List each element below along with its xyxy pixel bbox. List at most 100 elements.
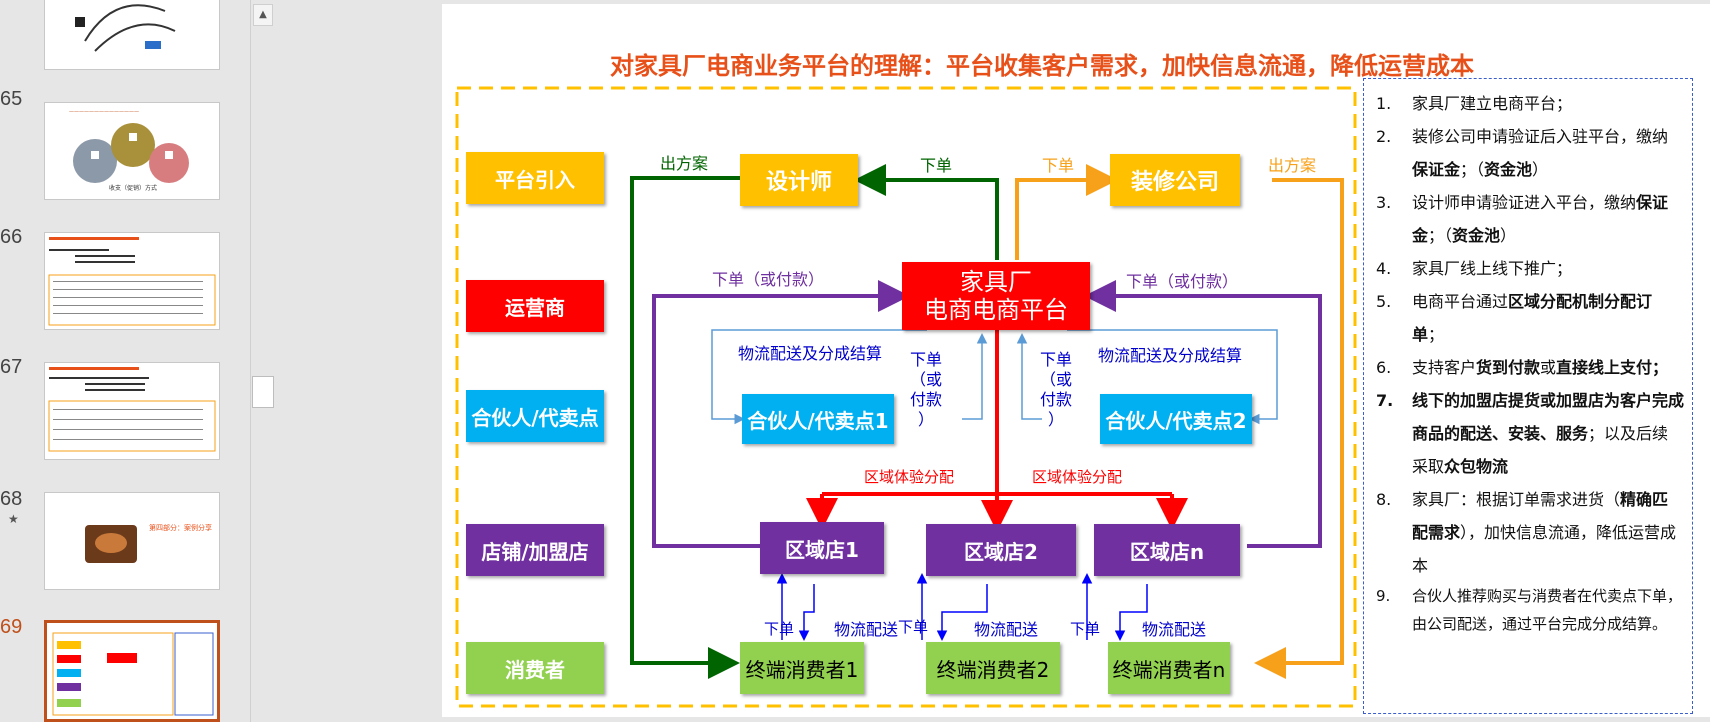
slide-thumbnail[interactable]: —————————————— 收支（促销）方式 (44, 102, 220, 200)
note-fragment-bold: 精确匹配需求 (1412, 490, 1669, 542)
note-fragment: 家具厂：根据订单需求进货（ (1412, 490, 1621, 509)
partner2-box: 合伙人/代卖点2 (1100, 394, 1252, 444)
note-fragment: 支持客户 (1412, 358, 1477, 377)
scroll-thumb[interactable] (252, 376, 274, 408)
note-number: 9. (1376, 587, 1391, 605)
note-fragment: ；以及后续采取 (1412, 424, 1669, 476)
thumbnail-diagram (85, 525, 137, 563)
thumbnail-diagram (48, 237, 216, 326)
slide-editor: 对家具厂电商业务平台的理解：平台收集客户需求，加快信息流通，降低运营成本 (280, 0, 1710, 722)
label-line: （或 (910, 370, 943, 389)
note-text: 家具厂线上线下推广； (1412, 259, 1573, 278)
label-line: ） (1048, 410, 1065, 429)
note-fragment: 或 (1540, 358, 1557, 377)
scroll-up-button[interactable]: ▲ (253, 4, 273, 26)
note-number: 4. (1376, 259, 1392, 278)
label-line: 下单 (910, 350, 943, 369)
note-fragment-bold: 区域分配机制分配订单 (1412, 292, 1653, 344)
role-platform-intro: 平台引入 (466, 152, 604, 204)
label-order-n: 下单 (1070, 620, 1101, 638)
note-item: 7. 线下的加盟店提货或加盟店为客户完成商品的配送、安装、服务；以及后续采取众包… (1372, 384, 1684, 483)
note-fragment-bold: 资金池 (1452, 226, 1501, 245)
slide-thumbnail[interactable] (44, 0, 220, 70)
label-order-pay-right: 下单（或付款） (1126, 272, 1239, 291)
note-text: 家具厂建立电商平台； (1412, 94, 1573, 113)
note-number: 3. (1376, 193, 1392, 212)
label-order-2: 下单 (898, 618, 929, 636)
region-store2-box: 区域店2 (926, 524, 1076, 576)
thumbnail-diagram (52, 632, 214, 716)
thumbnail-caption: 收支（促销）方式 (109, 185, 158, 192)
note-text: 装修公司申请验证后入驻平台，缴纳保证金；（资金池） (1412, 120, 1684, 186)
svg-text:——————————————: —————————————— (69, 109, 139, 115)
label-line: ） (918, 410, 935, 429)
label-logistics-right: 物流配送及分成结算 (1098, 346, 1243, 365)
note-number: 1. (1376, 94, 1392, 113)
label-line: 付款 (1040, 390, 1073, 409)
slide-number: 67 (0, 356, 23, 378)
note-fragment-bold: 货到付款 (1476, 358, 1541, 377)
note-fragment-bold: 直接线上支付； (1556, 358, 1669, 377)
thumbnail-diagram: —————————————— (69, 109, 189, 183)
label-order-designer: 下单 (920, 156, 953, 175)
role-partner: 合伙人/代卖点 (466, 390, 604, 442)
note-fragment: ） (1500, 226, 1517, 245)
label-line: 付款 (910, 390, 943, 409)
slide-canvas[interactable]: 对家具厂电商业务平台的理解：平台收集客户需求，加快信息流通，降低运营成本 (442, 4, 1710, 717)
note-fragment-bold: 保证金 (1412, 193, 1669, 245)
role-operator: 运营商 (466, 280, 604, 332)
slide-thumbnail-pane: 65 —————————————— 收支（促销）方式 66 67 (0, 0, 255, 722)
slide-thumbnail[interactable]: 第四部分：案例分享 (44, 492, 220, 590)
role-consumer: 消费者 (466, 642, 604, 694)
label-order-pay-left: 下单（或付款） (712, 270, 825, 289)
slide-thumbnail[interactable] (44, 232, 220, 330)
note-item: 9. 合伙人推荐购买与消费者在代卖点下单，由公司配送，通过平台完成分成结算。 (1372, 582, 1684, 638)
note-number: 6. (1376, 358, 1392, 377)
slide-thumbnail-active[interactable] (44, 620, 220, 722)
note-fragment: ；（ (1428, 226, 1453, 245)
label-region-dist-right: 区域体验分配 (1032, 468, 1123, 486)
note-fragment-bold: 资金池 (1484, 160, 1533, 179)
consumer2-box: 终端消费者2 (926, 642, 1060, 694)
note-item: 8. 家具厂：根据订单需求进货（精确匹配需求），加快信息流通，降低运营成本 (1372, 483, 1684, 582)
note-fragment-bold: 保证金 (1412, 160, 1461, 179)
slide-number: 69 (0, 616, 23, 638)
note-fragment-bold: 线下的加盟店提货或加盟店为客户完成商品的配送、安装、服务 (1412, 391, 1685, 443)
note-text: 家具厂：根据订单需求进货（精确匹配需求），加快信息流通，降低运营成本 (1412, 483, 1684, 582)
note-fragment: ；（ (1460, 160, 1485, 179)
note-fragment: ），加快信息流通，降低运营成本 (1412, 523, 1677, 575)
note-fragment: 设计师申请验证进入平台，缴纳 (1412, 193, 1637, 212)
slide-title: 对家具厂电商业务平台的理解：平台收集客户需求，加快信息流通，降低运营成本 (610, 52, 1474, 80)
platform-box: 家具厂 电商电商平台 (902, 262, 1090, 330)
label-line: （或 (1040, 370, 1073, 389)
star-icon: ★ (8, 512, 19, 526)
slide-number: 68 (0, 488, 23, 510)
note-item: 1. 家具厂建立电商平台； (1372, 87, 1684, 120)
label-order-1: 下单 (764, 620, 795, 638)
thumbnail-scrollbar[interactable]: ▲ (250, 0, 275, 722)
label-logistics-left: 物流配送及分成结算 (738, 344, 883, 363)
label-region-dist-left: 区域体验分配 (864, 468, 955, 486)
note-number: 5. (1376, 292, 1392, 311)
note-item: 4. 家具厂线上线下推广； (1372, 252, 1684, 285)
slide-thumbnail[interactable] (44, 362, 220, 460)
thumbnail-banner: 第四部分：案例分享 (149, 524, 212, 532)
region-store1-box: 区域店1 (760, 522, 884, 574)
note-fragment: ） (1532, 160, 1549, 179)
label-order-or-pay-left: 下单 （或 付款 ） (910, 350, 942, 430)
note-fragment: ； (1428, 325, 1445, 344)
label-delivery-n: 物流配送 (1142, 620, 1207, 639)
role-store: 店铺/加盟店 (466, 524, 604, 576)
note-text: 线下的加盟店提货或加盟店为客户完成商品的配送、安装、服务；以及后续采取众包物流 (1412, 384, 1684, 483)
note-number: 7. (1376, 391, 1394, 410)
note-number: 2. (1376, 127, 1392, 146)
consumer1-box: 终端消费者1 (740, 642, 864, 694)
label-plan-out-right: 出方案 (1268, 156, 1317, 175)
platform-line2: 电商电商平台 (924, 296, 1068, 324)
label-plan-out-left: 出方案 (660, 154, 709, 173)
note-fragment: 装修公司申请验证后入驻平台，缴纳 (1412, 127, 1669, 146)
slide-number: 66 (0, 226, 23, 248)
slide-number: 65 (0, 88, 23, 110)
platform-line1: 家具厂 (960, 268, 1032, 296)
label-delivery-1: 物流配送 (834, 620, 899, 639)
